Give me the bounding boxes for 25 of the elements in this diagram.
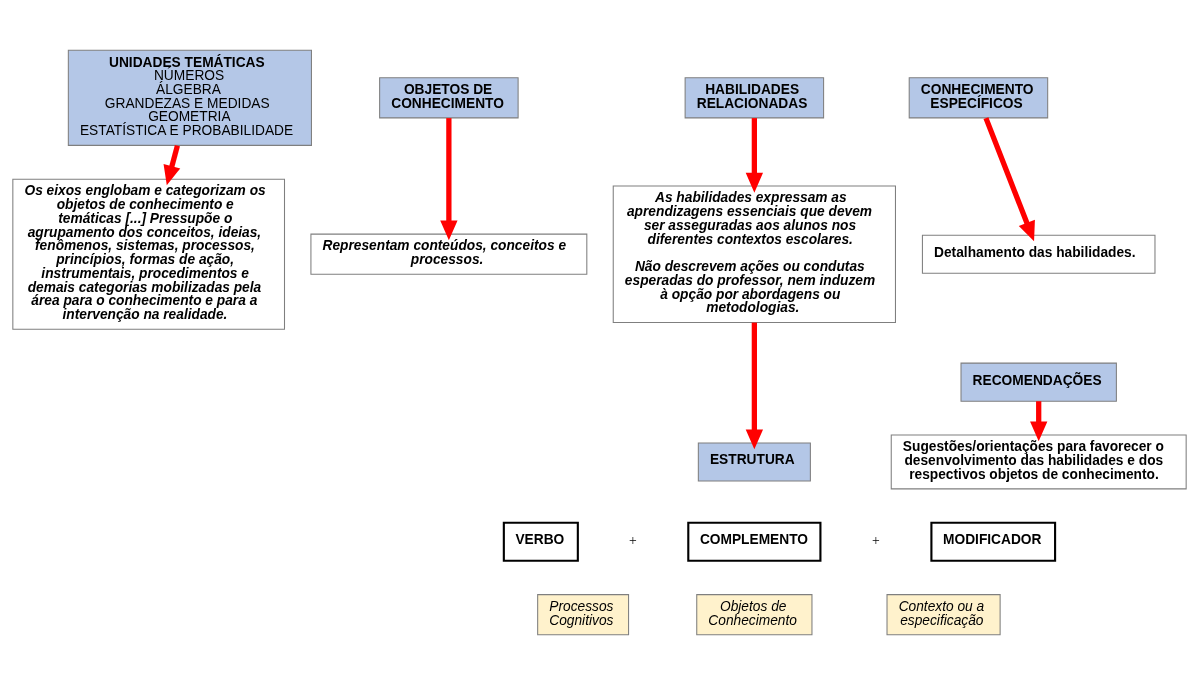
node-box: UNIDADES TEMÁTICAS NÚMEROS ÁLGEBRA GRANDEZAS E MEDIDAS GEOMETRIA ESTATÍSTICA E PROBABILIDADE (67, 49, 312, 146)
arrow (1030, 400, 1048, 441)
node-box: RECOMENDAÇÕES (960, 362, 1117, 402)
node-box: Representam conteúdos, conceitos e processos. (310, 233, 588, 275)
node-box: As habilidades expressam as aprendizagens essenciais que devem ser asseguradas aos alunos nos diferentes contextos escolares. Não descrevem ações ou condutas esperadas do professor, nem induzem à opção por abordagens ou metodologias. (612, 185, 896, 323)
label: + (628, 532, 637, 548)
node-box: CONHECIMENTO ESPECÍFICOS (908, 76, 1049, 118)
node-box: Objetos de Conhecimento (696, 593, 813, 635)
node-box: VERBO (502, 521, 579, 562)
node-box: MODIFICADOR (930, 521, 1057, 562)
node-box: ESTRUTURA (697, 441, 811, 481)
node-box: Processos Cognitivos (537, 593, 630, 635)
arrow (983, 116, 1035, 241)
node-box: Os eixos englobam e categorizam os objetos de conhecimento e temáticas [...] Pressupõe o agrupamento dos conceitos, ideias, fenômenos, sistemas, processos, princípios, formas de ação, instrumentais, procedimentos e demais categorias mobilizadas pela área para o conhecimento e para a intervenção na realidade. (12, 178, 286, 330)
node-box: Detalhamento das habilidades. (921, 234, 1156, 274)
node-box: OBJETOS DE CONHECIMENTO (379, 76, 519, 118)
arrow (745, 322, 764, 449)
node-box: Contexto ou a especificação (886, 593, 1001, 635)
arrow (163, 144, 181, 185)
node-box: Sugestões/orientações para favorecer o desenvolvimento das habilidades e dos respectivos objetos de conhecimento. (890, 433, 1187, 489)
arrow (440, 117, 458, 240)
label: + (872, 532, 880, 548)
node-box: HABILIDADES RELACIONADAS (684, 76, 825, 118)
node-box: COMPLEMENTO (687, 521, 822, 562)
arrow (745, 117, 764, 193)
